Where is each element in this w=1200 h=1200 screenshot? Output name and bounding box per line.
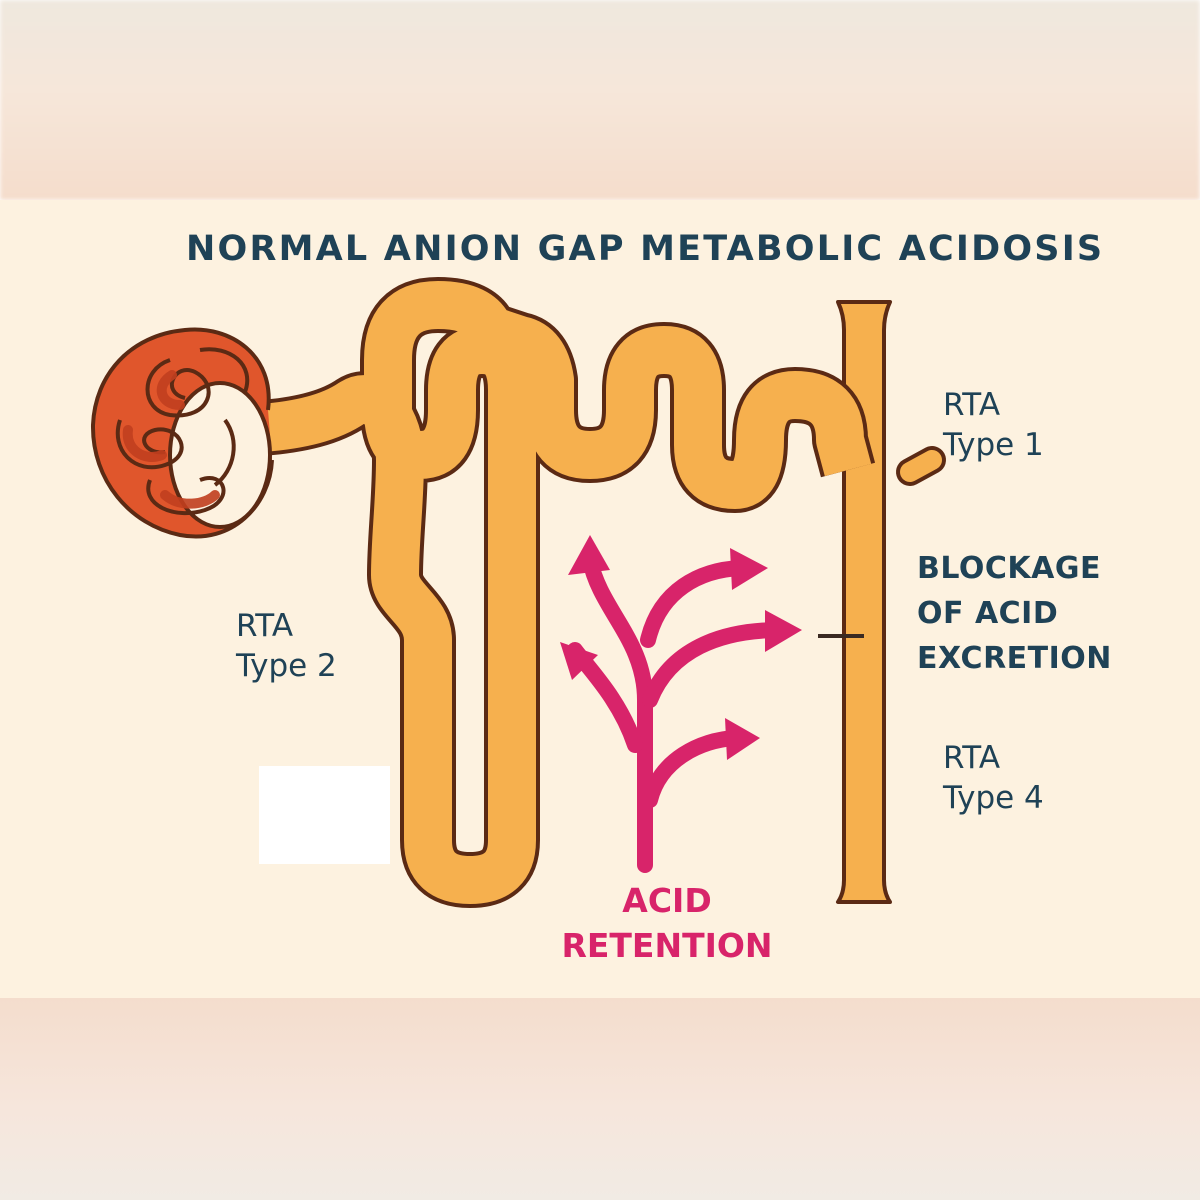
blockage-line-1: BLOCKAGE (917, 546, 1112, 591)
label-rta-type-2: RTA Type 2 (236, 606, 337, 686)
rta-1-type: Type 1 (943, 425, 1044, 465)
rta-2-type: Type 2 (236, 646, 337, 686)
acid-retention-arrows (575, 560, 780, 865)
rta-1-name: RTA (943, 385, 1044, 425)
blank-white-box (259, 766, 390, 864)
glomerulus (93, 329, 272, 536)
label-acid-retention: ACID RETENTION (532, 878, 802, 968)
arrowhead-up (568, 535, 610, 575)
label-blockage-of-acid-excretion: BLOCKAGE OF ACID EXCRETION (917, 546, 1112, 681)
label-rta-type-4: RTA Type 4 (943, 738, 1044, 818)
arrowhead-right (765, 610, 802, 652)
diagram-title: NORMAL ANION GAP METABOLIC ACIDOSIS (186, 228, 1104, 270)
arrowheads (560, 535, 802, 760)
blockage-line-2: OF ACID (917, 591, 1112, 636)
label-rta-type-1: RTA Type 1 (943, 385, 1044, 465)
acid-retention-line-1: ACID (532, 878, 802, 923)
acid-retention-line-2: RETENTION (532, 923, 802, 968)
blockage-line-3: EXCRETION (917, 636, 1112, 681)
rta-4-name: RTA (943, 738, 1044, 778)
rta-2-name: RTA (236, 606, 337, 646)
arrowhead-upper-right (730, 548, 768, 590)
rta-4-type: Type 4 (943, 778, 1044, 818)
arrowhead-lower-right (725, 718, 760, 760)
